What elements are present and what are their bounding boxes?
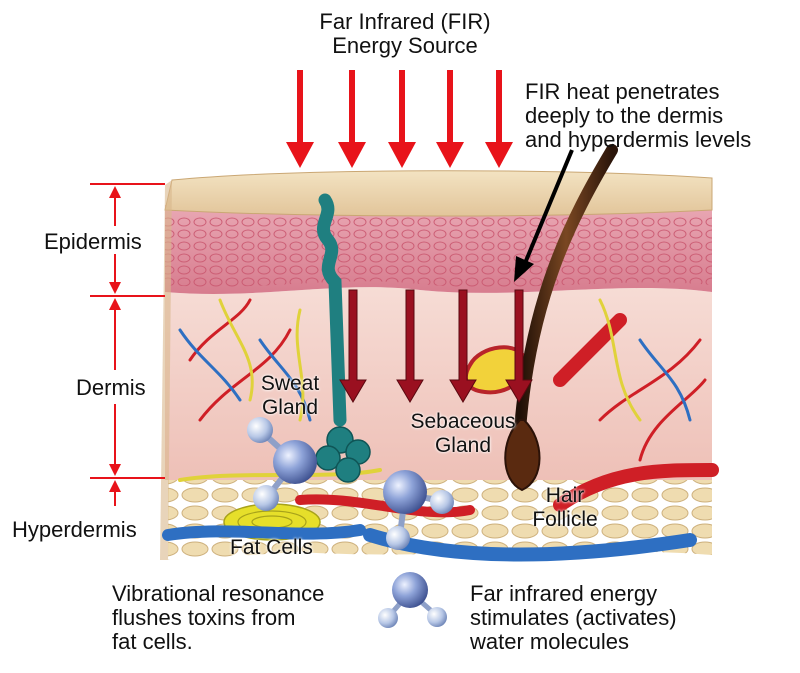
sweat-gland-duct [316,193,347,427]
stratum-corneum [164,170,713,217]
fir-source-label: Far Infrared (FIR) Energy Source [270,10,540,58]
caption-left-line1: Vibrational resonance [112,581,325,606]
penetration-note-line1: FIR heat penetrates [525,79,720,104]
caption-right-line3: water molecules [470,629,629,654]
sebaceous-gland-line2: Gland [434,434,492,457]
water-molecule-caption [378,572,447,628]
layer-markers [90,183,165,506]
sebaceous-gland-line1: Sebaceous [410,410,516,433]
water-molecule-center [383,470,454,550]
hyperdermis-label: Hyperdermis [12,517,137,542]
caption-left: Vibrational resonance flushes toxins fro… [112,582,382,654]
fir-arrows [286,70,513,168]
penetration-note-line3: and hyperdermis levels [525,127,752,152]
pointer-arrow [514,149,574,282]
hair-bulb [504,419,541,492]
water-molecule-left [247,417,317,511]
epidermis-label: Epidermis [44,229,142,254]
penetration-arrows [339,289,533,403]
hair-follicle-line2: Follicle [532,508,598,531]
caption-right-line2: stimulates (activates) [470,605,677,630]
sweat-gland-label: Sweat Gland [240,372,340,420]
caption-right: Far infrared energy stimulates (activate… [470,582,790,654]
fat-cells-label: Fat Cells [230,536,313,559]
caption-left-line3: fat cells. [112,629,193,654]
fir-source-line1: Far Infrared (FIR) [319,9,491,34]
caption-right-line1: Far infrared energy [470,581,658,606]
sweat-gland-coil [315,426,371,483]
sweat-gland-line2: Gland [261,396,319,419]
penetration-note-line2: deeply to the dermis [525,103,724,128]
dermis-layer [165,287,712,480]
hair-follicle-label: Hair Follicle [515,484,615,532]
hair-follicle-line1: Hair [545,484,585,507]
sebaceous-gland-label: Sebaceous Gland [398,410,528,458]
dermis-label: Dermis [76,375,146,400]
fir-source-line2: Energy Source [332,33,478,58]
sweat-gland-line1: Sweat [260,372,320,395]
penetration-note: FIR heat penetrates deeply to the dermis… [525,80,795,152]
caption-left-line2: flushes toxins from [112,605,296,630]
